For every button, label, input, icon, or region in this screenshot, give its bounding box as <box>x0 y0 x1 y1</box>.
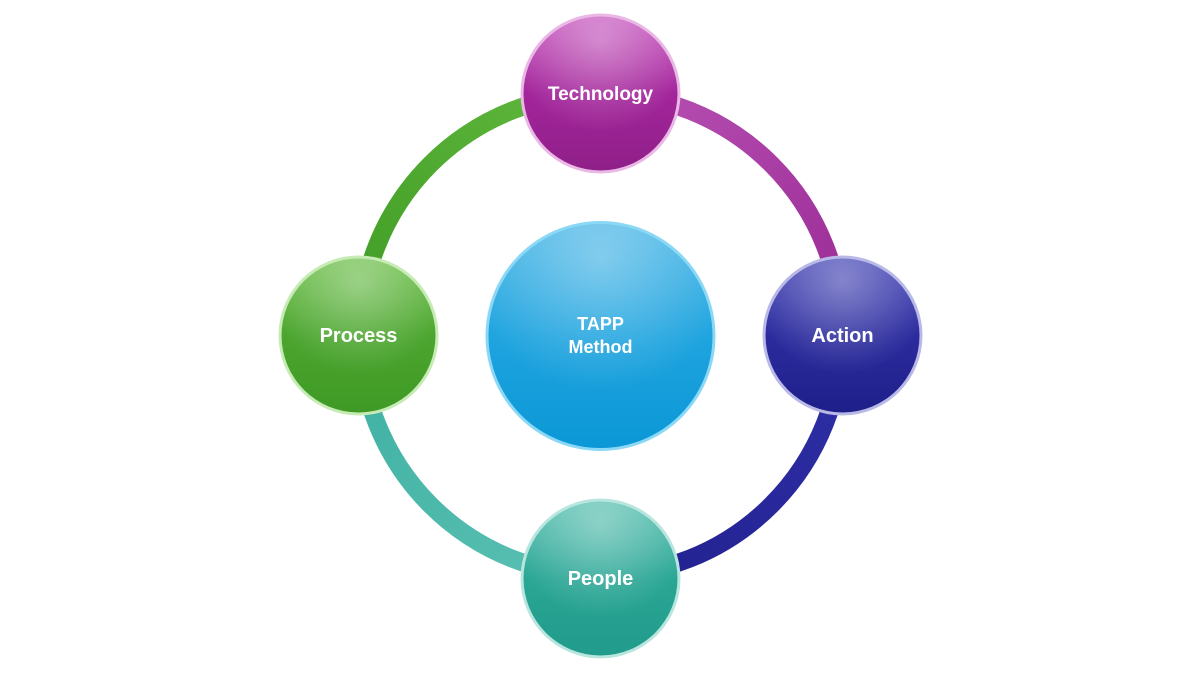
node-people: People <box>520 498 681 659</box>
node-label-action: Action <box>811 325 873 347</box>
center-label-line-2: Method <box>569 337 633 357</box>
center-node: TAPP Method <box>485 221 716 451</box>
node-label-process: Process <box>320 325 398 347</box>
node-label-people: People <box>568 568 634 590</box>
node-action: Action <box>762 255 923 416</box>
center-label-line-1: TAPP <box>577 314 624 334</box>
node-technology: Technology <box>520 13 681 174</box>
node-process: Process <box>278 255 439 416</box>
node-label-technology: Technology <box>548 84 654 105</box>
